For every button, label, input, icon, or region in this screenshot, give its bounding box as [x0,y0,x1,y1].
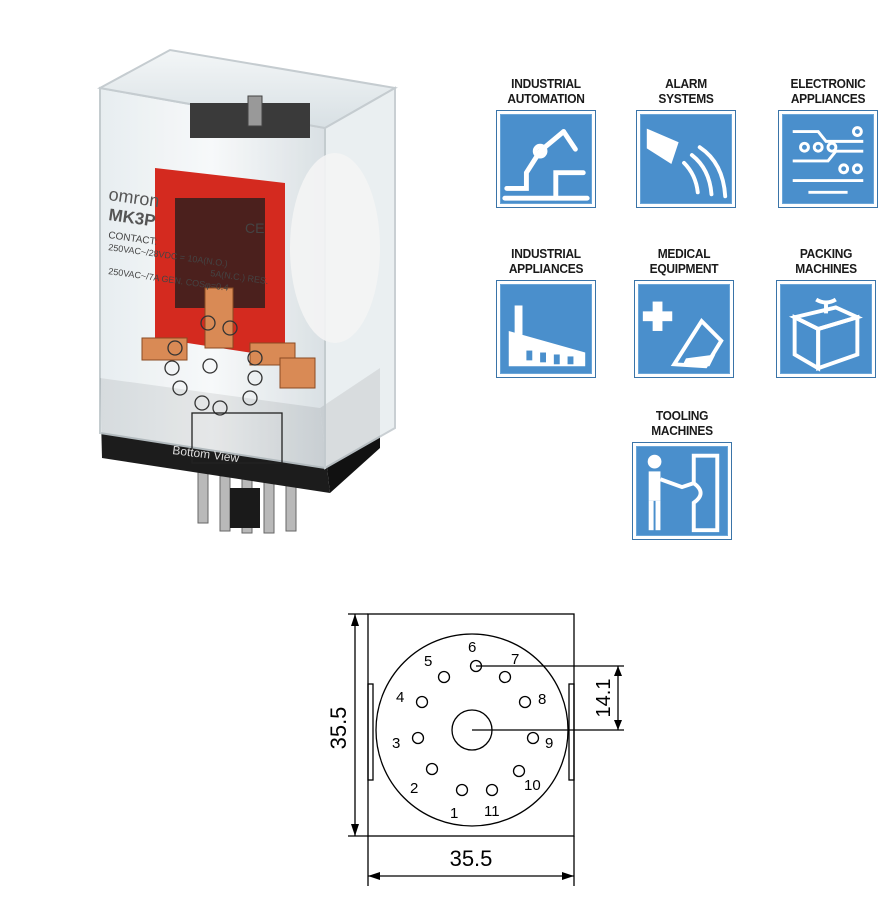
pin-number-label: 7 [511,651,519,668]
app-title: PACKING MACHINES [795,246,857,276]
alarm-siren-icon [636,110,736,208]
socket-pin-hole [411,731,425,745]
socket-pin-hole [526,731,540,745]
app-title: INDUSTRIAL APPLIANCES [508,246,584,276]
socket-side-tab [367,683,374,781]
socket-pin-hole [485,783,499,797]
app-industrial-automation: INDUSTRIAL AUTOMATION [496,62,596,208]
pin-number-label: 3 [392,735,400,752]
socket-pin-hole [518,695,532,709]
machine-operator-icon [632,442,732,540]
app-title: ELECTRONIC APPLIANCES [790,76,866,106]
pin-number-label: 4 [396,689,404,706]
medical-cross-icon [634,280,734,378]
app-packing-machines: PACKING MACHINES [776,232,876,378]
app-title: ALARM SYSTEMS [658,76,714,106]
socket-side-tab [568,683,575,781]
app-title: INDUSTRIAL AUTOMATION [507,76,585,106]
socket-pin-hole [498,670,512,684]
pin-number-label: 6 [468,639,476,656]
pin-number-label: 1 [450,805,458,822]
pin-number-label: 10 [524,777,541,794]
app-electronic-appliances: ELECTRONIC APPLIANCES [778,62,878,208]
robot-arm-icon [496,110,596,208]
socket-dimension-drawing: 35.5 35.5 14.1 1 2 3 4 5 6 7 8 9 10 11 [326,613,624,886]
app-title: TOOLING MACHINES [651,408,713,438]
app-tooling-machines: TOOLING MACHINES [632,394,732,540]
socket-pin-hole [437,670,451,684]
dimension-offset-label: 14.1 [593,679,615,718]
app-alarm-systems: ALARM SYSTEMS [636,62,736,208]
relay-spring [190,95,310,138]
pin-number-label: 2 [410,780,418,797]
gift-box-icon [776,280,876,378]
relay-ce-mark: CE [245,220,264,236]
dimension-height-label: 35.5 [326,707,351,750]
socket-pin-hole [425,762,439,776]
dimension-width-label: 35.5 [450,846,493,871]
pin-number-label: 8 [538,691,546,708]
pin-number-label: 9 [545,735,553,752]
relay-product-image: omron MK3P CONTACT: 250VAC~/28VDC = 10A(… [97,48,398,534]
socket-pin-hole [415,695,429,709]
socket-pin-hole [455,783,469,797]
app-medical-equipment: MEDICAL EQUIPMENT [634,232,734,378]
pin-number-label: 11 [484,803,500,820]
factory-icon [496,280,596,378]
circuit-board-icon [778,110,878,208]
relay-pin-diagram [164,315,283,464]
app-title: MEDICAL EQUIPMENT [649,246,719,276]
socket-pin-hole [512,764,526,778]
relay-key-post [230,488,260,528]
pin-number-label: 5 [424,653,432,670]
app-industrial-appliances: INDUSTRIAL APPLIANCES [496,232,596,378]
